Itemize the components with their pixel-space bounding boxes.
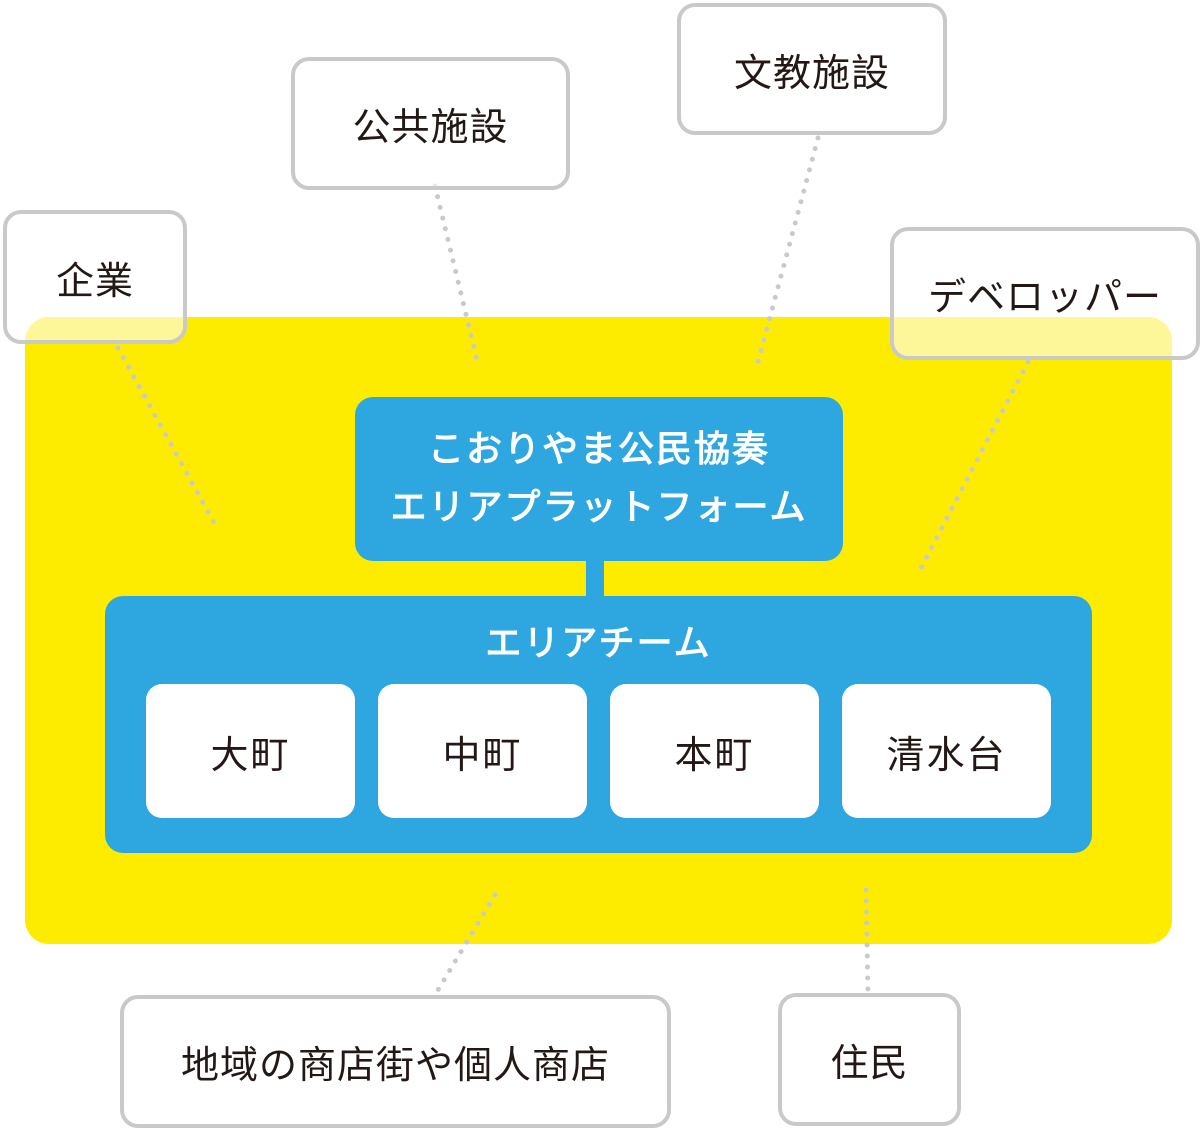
district-omachi: 大町	[146, 684, 355, 818]
platform-team-connector	[586, 556, 604, 602]
connector-company	[115, 345, 221, 533]
stakeholder-residents-label: 住民	[830, 1041, 909, 1085]
stakeholder-residents: 住民	[778, 993, 961, 1126]
connector-developer	[917, 359, 1031, 573]
district-omachi-label: 大町	[210, 732, 291, 777]
stakeholder-company: 企業	[3, 210, 187, 344]
connector-residents	[863, 887, 871, 996]
platform-title-line2: エリアプラットフォーム	[390, 487, 808, 528]
connector-local-shops	[432, 892, 498, 998]
stakeholder-local-shops: 地域の商店街や個人商店	[120, 995, 671, 1128]
district-honmachi: 本町	[610, 684, 819, 818]
platform-title-line1: こおりやま公民協奏	[427, 429, 770, 470]
stakeholder-developer-label: デベロッパー	[927, 275, 1162, 319]
connector-education-facilities	[755, 135, 821, 365]
stakeholder-education-facilities: 文教施設	[677, 3, 947, 135]
stakeholder-education-facilities-label: 文教施設	[733, 50, 890, 95]
connector-public-facilities	[432, 183, 480, 363]
district-nakamachi-label: 中町	[442, 732, 523, 777]
stakeholder-company-label: 企業	[55, 258, 134, 303]
stakeholder-public-facilities: 公共施設	[291, 57, 570, 190]
stakeholder-developer: デベロッパー	[890, 227, 1200, 360]
district-honmachi-label: 本町	[674, 732, 755, 777]
district-nakamachi: 中町	[378, 684, 587, 818]
stakeholder-local-shops-label: 地域の商店街や個人商店	[180, 1043, 610, 1087]
area-platform-box: こおりやま公民協奏 エリアプラットフォーム	[355, 397, 843, 561]
stakeholder-public-facilities-label: 公共施設	[352, 105, 509, 149]
district-shimizudai: 清水台	[842, 684, 1051, 818]
area-team-box: エリアチーム 大町 中町 本町 清水台	[105, 596, 1092, 853]
area-team-title: エリアチーム	[485, 623, 712, 664]
district-shimizudai-label: 清水台	[886, 732, 1007, 777]
